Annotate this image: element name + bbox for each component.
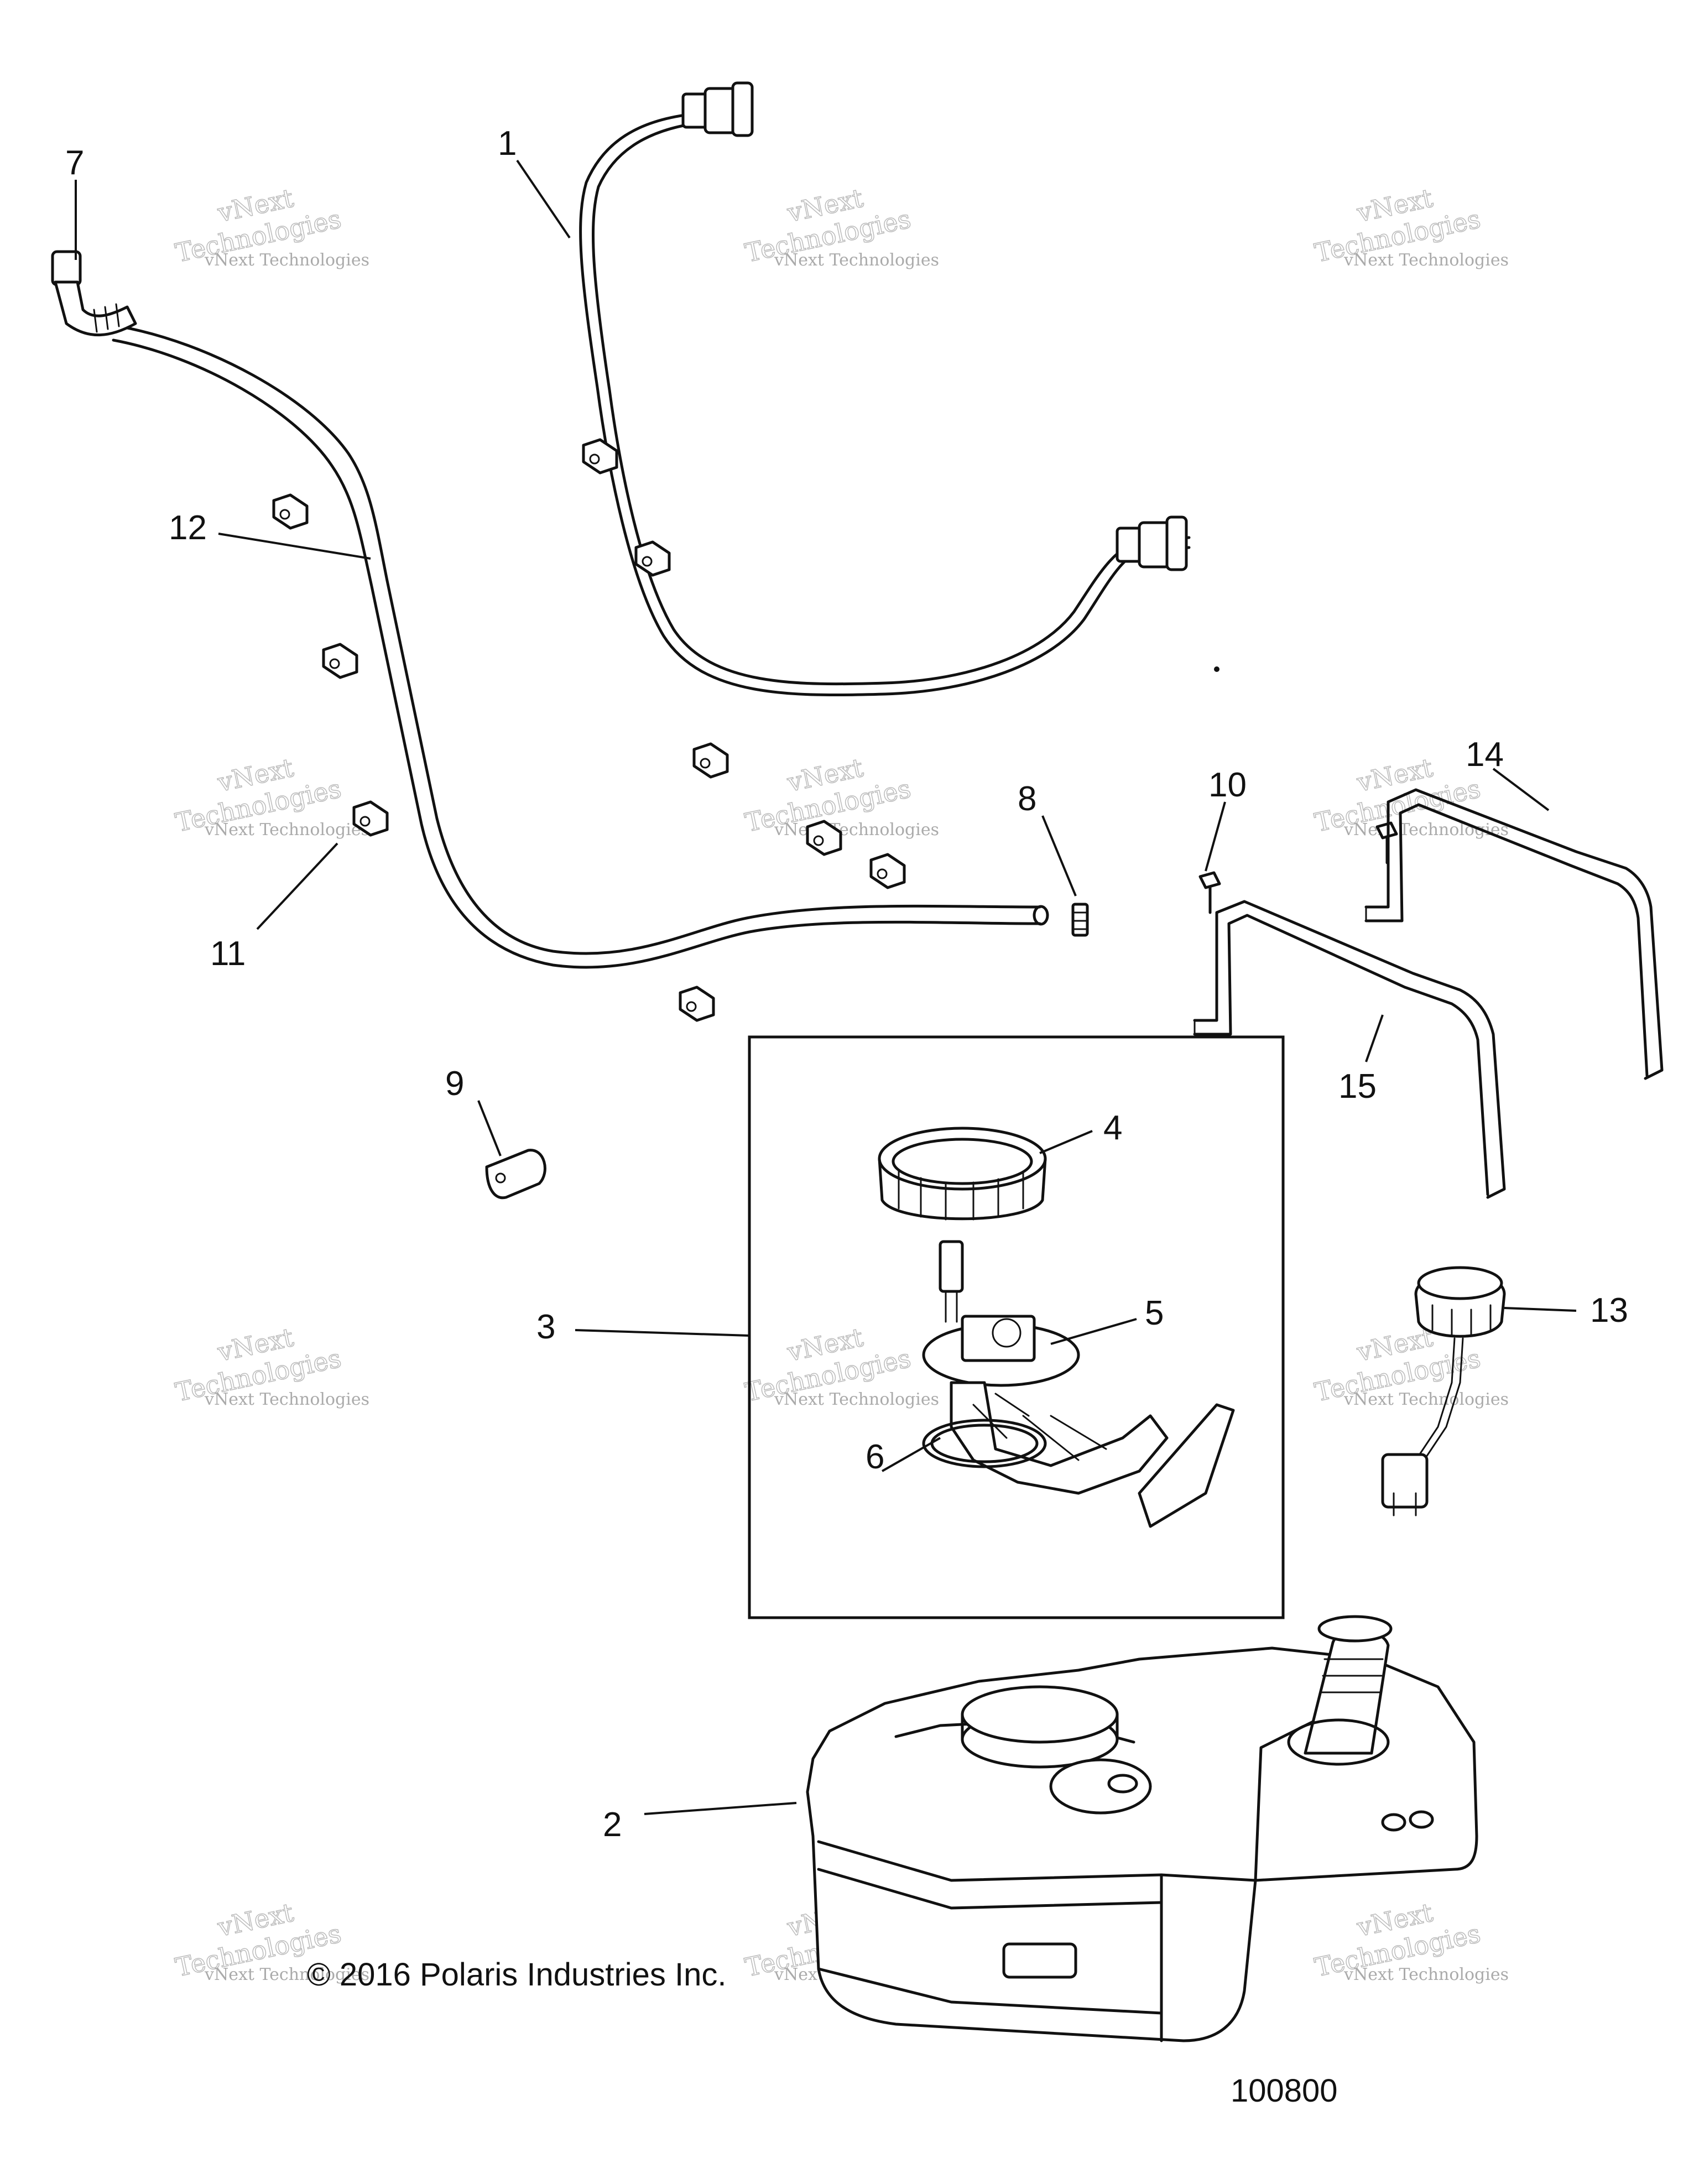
callout-labels: 1 2 3 4 5 6 7 8 9 10 11 12 13 14 15 [65,124,1628,1844]
callout-8: 8 [1018,780,1036,818]
callout-10: 10 [1208,766,1247,804]
watermark-text: vNext Technologies [1343,251,1509,270]
callout-9: 9 [445,1065,464,1103]
callout-1: 1 [498,124,517,163]
watermark-text: vNext Technologies [204,820,369,840]
vent-hose-part-12 [112,325,1049,969]
callout-3: 3 [536,1308,555,1346]
assembly-box-part-3 [748,1035,1285,1619]
watermark-text: vNext Technologies [774,1390,939,1409]
hose-clip [322,643,358,679]
fuel-pump-part-5 [922,1240,1235,1528]
leader-lines [75,159,1577,1815]
quick-connector-right [1116,515,1188,571]
hose-clip [806,820,842,856]
hose-clip [272,493,309,530]
fuel-line-part-1 [579,81,1191,697]
watermark-text: vNext Technologies [204,251,369,270]
watermark-text: vNext Technologies [774,820,939,840]
callout-7: 7 [65,144,84,182]
callout-11: 11 [210,935,246,973]
lock-ring-part-4 [878,1127,1047,1221]
callout-15: 15 [1338,1067,1377,1106]
hose-clips-part-11 [272,438,906,1022]
callout-12: 12 [169,509,207,547]
hose-clip [679,986,715,1022]
strap-part-15 [1193,900,1506,1199]
callout-14: 14 [1466,736,1504,774]
watermark-text: vNext Technologies [204,1390,369,1409]
hose-clip [634,540,671,577]
hose-clip [352,800,389,837]
clip-part-9 [485,1149,546,1200]
dot-mark [1214,666,1219,672]
watermark-text: vNext Technologies [774,251,939,270]
fuel-tank-part-2 [806,1615,1478,2042]
callout-5: 5 [1145,1294,1164,1332]
copyright-text: © 2016 Polaris Industries Inc. [307,1957,726,1993]
plug-part-8 [1071,903,1089,937]
quick-connector-top [681,81,754,137]
hose-clip [692,742,729,779]
fuel-cap-part-13 [1381,1266,1506,1516]
hose-clip [582,438,618,475]
strap-part-14 [1364,788,1664,1080]
callout-2: 2 [603,1806,622,1844]
callout-4: 4 [1103,1109,1122,1147]
callout-13: 13 [1590,1291,1628,1330]
hose-clip [869,853,906,889]
diagram-part-number: 100800 [1231,2073,1338,2109]
vent-fitting-part-7 [51,250,137,337]
watermark-text: vNext Technologies [1343,1965,1509,1984]
watermark-text: vNext Technologies [1343,1390,1509,1409]
watermark-text: vNext Technologies [204,1965,369,1984]
callout-6: 6 [866,1438,884,1476]
